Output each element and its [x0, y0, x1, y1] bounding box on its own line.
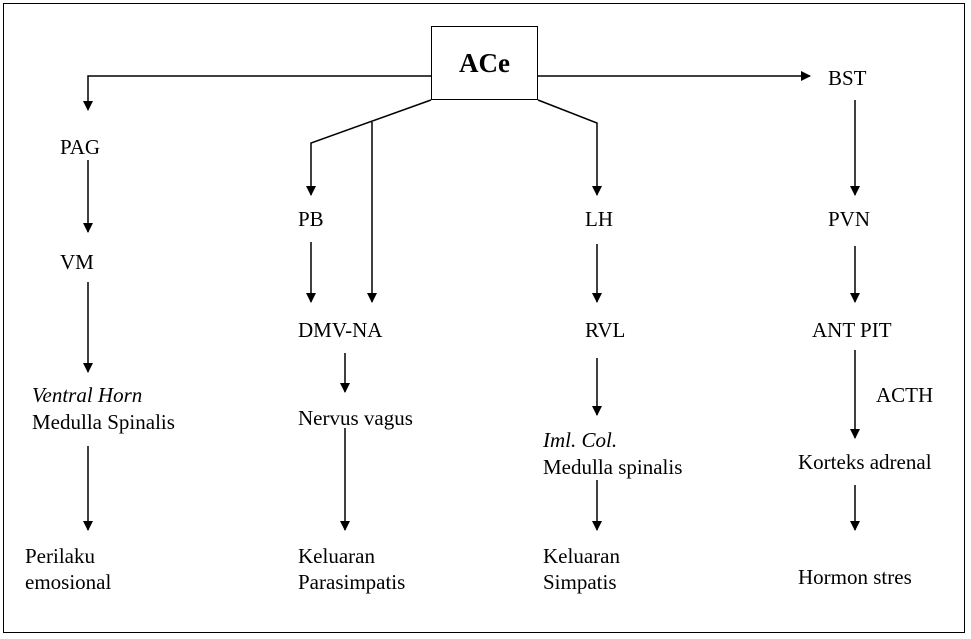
- node-keluaran-para: Keluaran: [298, 544, 375, 569]
- arrow-ace-lh: [538, 100, 597, 195]
- node-iml-col: Iml. Col.: [543, 428, 617, 453]
- node-korteks-adrenal: Korteks adrenal: [798, 450, 932, 475]
- node-vm: VM: [60, 250, 94, 275]
- node-simpatis: Simpatis: [543, 570, 617, 595]
- node-bst: BST: [828, 66, 867, 91]
- node-medulla-spinalis-1: Medulla Spinalis: [32, 410, 175, 435]
- node-keluaran-simp: Keluaran: [543, 544, 620, 569]
- node-hormon-stres: Hormon stres: [798, 565, 912, 590]
- node-pvn: PVN: [828, 207, 870, 232]
- node-medulla-spinalis-2: Medulla spinalis: [543, 455, 682, 480]
- node-ant-pit: ANT PIT: [812, 318, 892, 343]
- node-rvl: RVL: [585, 318, 625, 343]
- node-pb: PB: [298, 207, 324, 232]
- node-lh: LH: [585, 207, 613, 232]
- arrow-ace-pb: [311, 100, 431, 195]
- node-dmv-na: DMV-NA: [298, 318, 382, 343]
- edge-label-acth: ACTH: [876, 383, 933, 408]
- node-perilaku: Perilaku: [25, 544, 95, 569]
- arrow-ace-pag: [88, 76, 431, 110]
- node-nervus-vagus: Nervus vagus: [298, 406, 413, 431]
- node-pag: PAG: [60, 135, 100, 160]
- node-ventral-horn: Ventral Horn: [32, 383, 142, 408]
- node-emosional: emosional: [25, 570, 111, 595]
- node-parasimpatis: Parasimpatis: [298, 570, 405, 595]
- node-ace: ACe: [431, 26, 538, 100]
